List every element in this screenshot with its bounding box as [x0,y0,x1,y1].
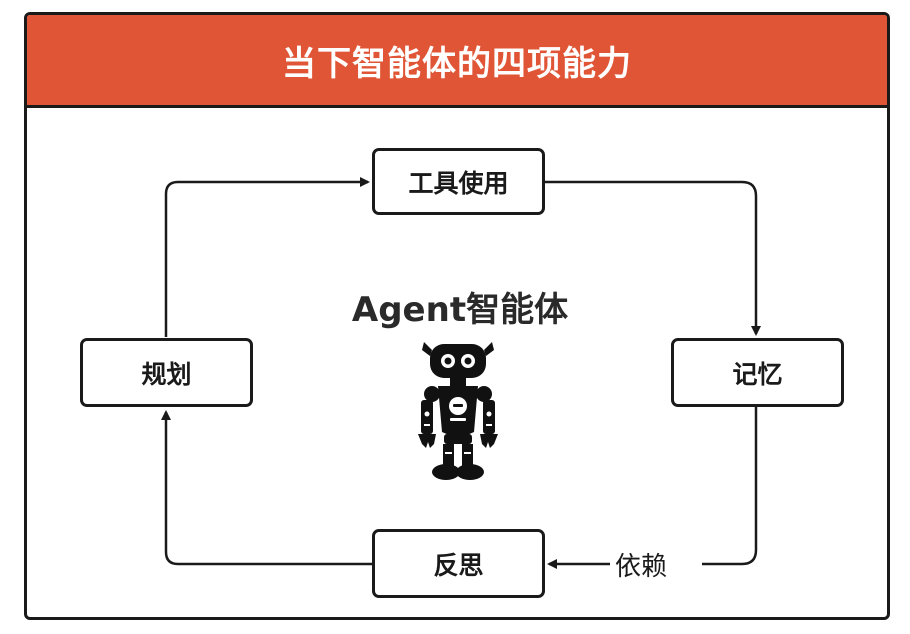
agent-title: Agent智能体 [351,290,569,330]
page-title: 当下智能体的四项能力 [282,43,632,84]
node-tools: 工具使用 [372,148,545,215]
edge-label-dependency: 依赖 [613,546,670,583]
robot-icon [418,342,498,480]
edge-planning-to-tools [164,177,370,337]
node-reflection: 反思 [372,529,545,598]
edge-reflection-to-planning [161,410,372,566]
diagram-card: 当下智能体的四项能力 [24,12,890,620]
node-memory: 记忆 [671,338,844,407]
node-planning: 规划 [80,338,253,407]
header-banner: 当下智能体的四项能力 [27,15,887,108]
edge-tools-to-memory [545,180,761,336]
edge-memory-to-reflection [702,407,758,566]
